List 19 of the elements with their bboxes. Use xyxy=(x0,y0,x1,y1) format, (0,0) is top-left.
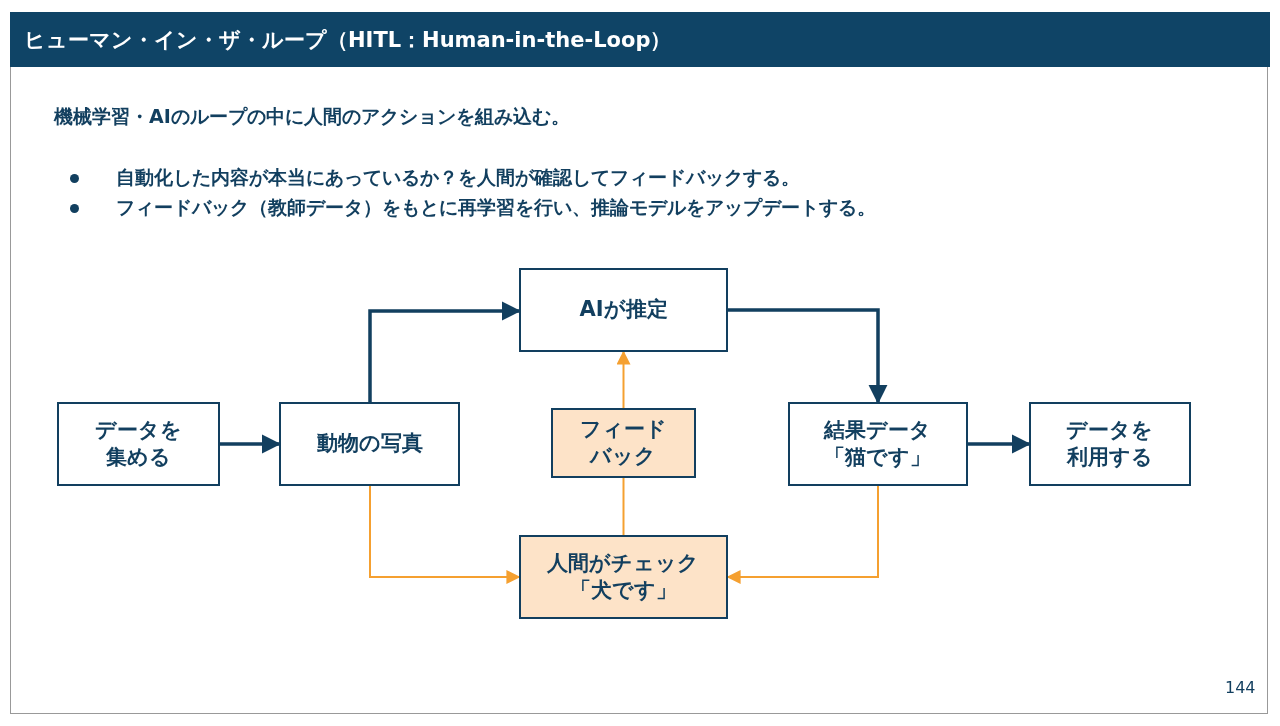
page-number: 144 xyxy=(1225,678,1256,697)
arrow xyxy=(968,434,1031,454)
bullet-text: 自動化した内容が本当にあっているか？を人間が確認してフィードバックする。 xyxy=(116,165,800,190)
process-box: データを集める xyxy=(57,402,220,486)
arrow xyxy=(616,350,631,409)
arrow xyxy=(368,301,521,402)
slide-title: ヒューマン・イン・ザ・ループ（HITL：Human-in-the-Loop） xyxy=(24,27,672,54)
intro-text: 機械学習・AIのループの中に人間のアクションを組み込む。 xyxy=(54,104,570,129)
arrow xyxy=(220,434,281,454)
human-step-box: フィードバック xyxy=(551,408,696,478)
arrow xyxy=(728,308,888,404)
process-box: 結果データ「猫です」 xyxy=(788,402,968,486)
arrow xyxy=(369,485,521,584)
connector-line xyxy=(622,477,625,536)
process-box: AIが推定 xyxy=(519,268,728,352)
process-box: データを利用する xyxy=(1029,402,1191,486)
human-step-box: 人間がチェック「犬です」 xyxy=(519,535,728,619)
process-box: 動物の写真 xyxy=(279,402,460,486)
bullet-text: フィードバック（教師データ）をもとに再学習を行い、推論モデルをアップデートする。 xyxy=(116,195,876,220)
